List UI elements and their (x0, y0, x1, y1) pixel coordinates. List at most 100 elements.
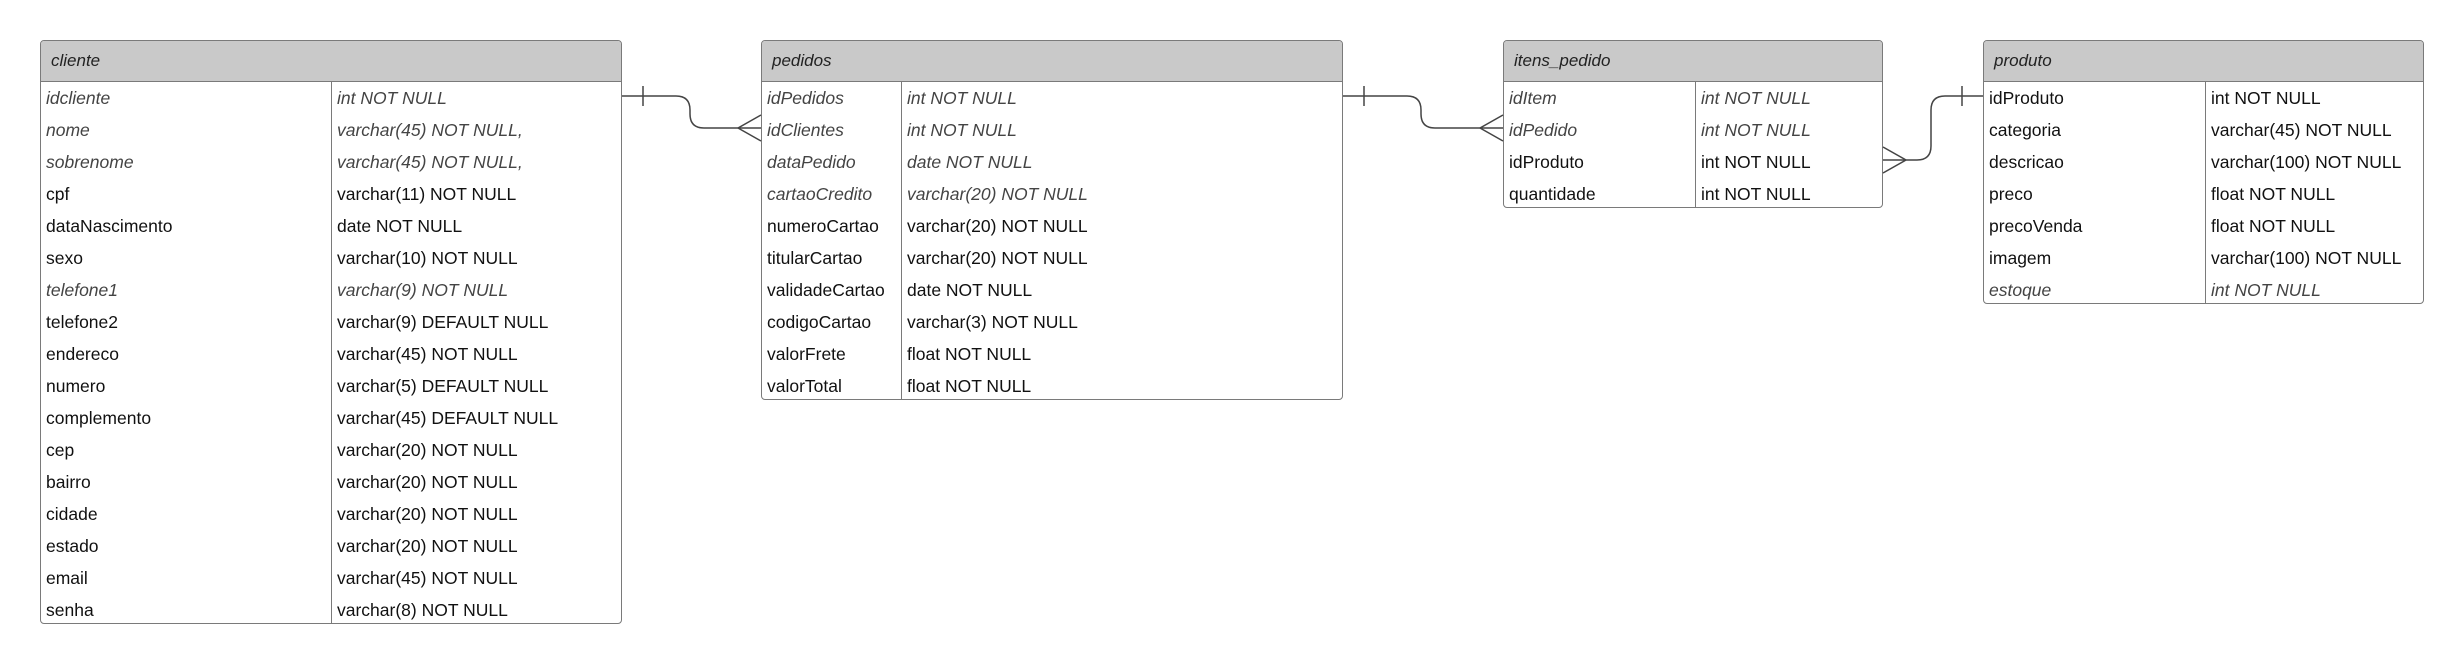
column-type: varchar(20) NOT NULL (337, 504, 518, 524)
column-name: cartaoCredito (767, 184, 873, 204)
column-row[interactable]: validadeCartao date NOT NULL (762, 274, 1342, 306)
column-row[interactable]: idProduto int NOT NULL (1504, 146, 1882, 178)
column-name: bairro (46, 472, 91, 492)
column-name: valorFrete (767, 344, 846, 364)
column-type: varchar(10) NOT NULL (337, 248, 518, 268)
many-marker (1479, 114, 1504, 142)
column-name: idItem (1509, 88, 1557, 108)
column-row[interactable]: numero varchar(5) DEFAULT NULL (41, 370, 621, 402)
column-row[interactable]: quantidade int NOT NULL (1504, 178, 1882, 207)
column-type: varchar(20) NOT NULL (337, 536, 518, 556)
column-name: descricao (1989, 152, 2064, 172)
column-name: idProduto (1989, 88, 2064, 108)
column-row[interactable]: descricao varchar(100) NOT NULL (1984, 146, 2423, 178)
column-row[interactable]: idPedido int NOT NULL (1504, 114, 1882, 146)
column-type: int NOT NULL (1701, 184, 1811, 204)
column-name: cpf (46, 184, 70, 204)
column-row[interactable]: telefone2 varchar(9) DEFAULT NULL (41, 306, 621, 338)
column-name: email (46, 568, 88, 588)
column-row[interactable]: idItem int NOT NULL (1504, 82, 1882, 114)
column-type: varchar(100) NOT NULL (2211, 152, 2402, 172)
entity-header: produto (1984, 41, 2423, 82)
column-type: int NOT NULL (1701, 152, 1811, 172)
column-type: varchar(45) NOT NULL, (337, 152, 523, 172)
relationship-pedidos-itens-pedido (1343, 86, 1504, 142)
column-name: codigoCartao (767, 312, 872, 332)
column-name: validadeCartao (767, 280, 885, 300)
column-name: titularCartao (767, 248, 863, 268)
column-name: dataNascimento (46, 216, 173, 236)
column-name: idProduto (1509, 152, 1584, 172)
column-name: quantidade (1509, 184, 1596, 204)
column-divider (1695, 82, 1696, 207)
column-divider (901, 82, 902, 399)
column-name: numero (46, 376, 106, 396)
column-type: varchar(9) NOT NULL (337, 280, 509, 300)
column-name: valorTotal (767, 376, 842, 396)
column-name: idPedido (1509, 120, 1578, 140)
column-type: date NOT NULL (337, 216, 463, 236)
column-name: preco (1989, 184, 2033, 204)
column-name: senha (46, 600, 94, 620)
column-type: varchar(5) DEFAULT NULL (337, 376, 549, 396)
column-type: varchar(45) NOT NULL, (337, 120, 523, 140)
column-type: date NOT NULL (907, 152, 1033, 172)
column-type: date NOT NULL (907, 280, 1033, 300)
column-row[interactable]: codigoCartao varchar(3) NOT NULL (762, 306, 1342, 338)
column-type: varchar(3) NOT NULL (907, 312, 1078, 332)
column-name: numeroCartao (767, 216, 879, 236)
column-type: int NOT NULL (1701, 88, 1811, 108)
column-type: varchar(45) NOT NULL (2211, 120, 2392, 140)
column-type: int NOT NULL (907, 88, 1017, 108)
relationship-produto-itens-pedido (1882, 86, 1983, 174)
column-row[interactable]: valorTotal float NOT NULL (762, 370, 1342, 399)
column-row[interactable]: cpf varchar(11) NOT NULL (41, 178, 621, 210)
column-row[interactable]: preco float NOT NULL (1984, 178, 2423, 210)
column-type: varchar(11) NOT NULL (337, 184, 517, 204)
column-name: idClientes (767, 120, 844, 140)
column-type: varchar(20) NOT NULL (337, 440, 518, 460)
column-row[interactable]: dataNascimento date NOT NULL (41, 210, 621, 242)
column-type: float NOT NULL (907, 376, 1032, 396)
column-name: telefone2 (46, 312, 119, 332)
column-type: float NOT NULL (2211, 184, 2336, 204)
column-type: int NOT NULL (1701, 120, 1811, 140)
column-type: varchar(9) DEFAULT NULL (337, 312, 549, 332)
entity-header: pedidos (762, 41, 1342, 82)
column-type: varchar(45) DEFAULT NULL (337, 408, 559, 428)
